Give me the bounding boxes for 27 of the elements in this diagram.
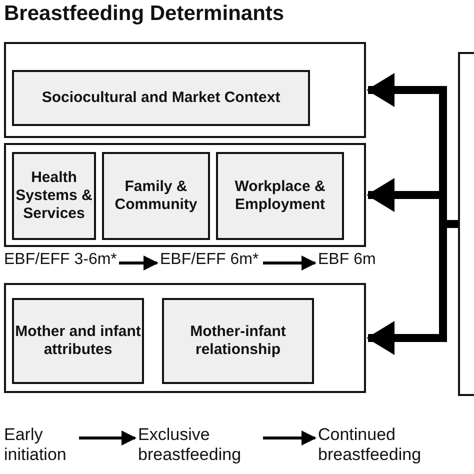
side-panel: [458, 52, 474, 396]
arrow: [79, 430, 136, 446]
box-label: Mother-infant relationship: [189, 323, 287, 359]
category-panel: [4, 283, 366, 393]
determinant-box: [102, 152, 210, 240]
stage-label: EBF 6m: [318, 251, 377, 269]
arrow: [119, 256, 158, 270]
stage-label: EBF/EFF 6m*: [160, 251, 260, 269]
box-label: Health Systems & Services: [14, 169, 94, 223]
box-label: Sociocultural and Market Context: [42, 89, 280, 107]
determinant-box: [12, 152, 96, 240]
arrow: [263, 256, 316, 270]
determinant-box: [12, 70, 310, 126]
arrow: [263, 430, 316, 446]
stage-label: Exclusive breastfeeding: [138, 425, 242, 466]
stage-label: Continued breastfeeding: [318, 425, 422, 466]
stage-label: Early initiation: [4, 425, 68, 466]
determinant-box: [12, 298, 144, 384]
box-label: Workplace & Employment: [234, 178, 326, 214]
determinant-box: [162, 298, 314, 384]
category-panel: [4, 143, 366, 247]
box-label: Mother and infant attributes: [14, 323, 142, 359]
box-label: Family & Community: [114, 178, 198, 214]
stage-label: EBF/EFF 3-6m*: [4, 251, 116, 269]
title: Breastfeeding Determinants: [4, 2, 284, 26]
category-panel: [4, 42, 366, 138]
determinant-box: [216, 152, 344, 240]
